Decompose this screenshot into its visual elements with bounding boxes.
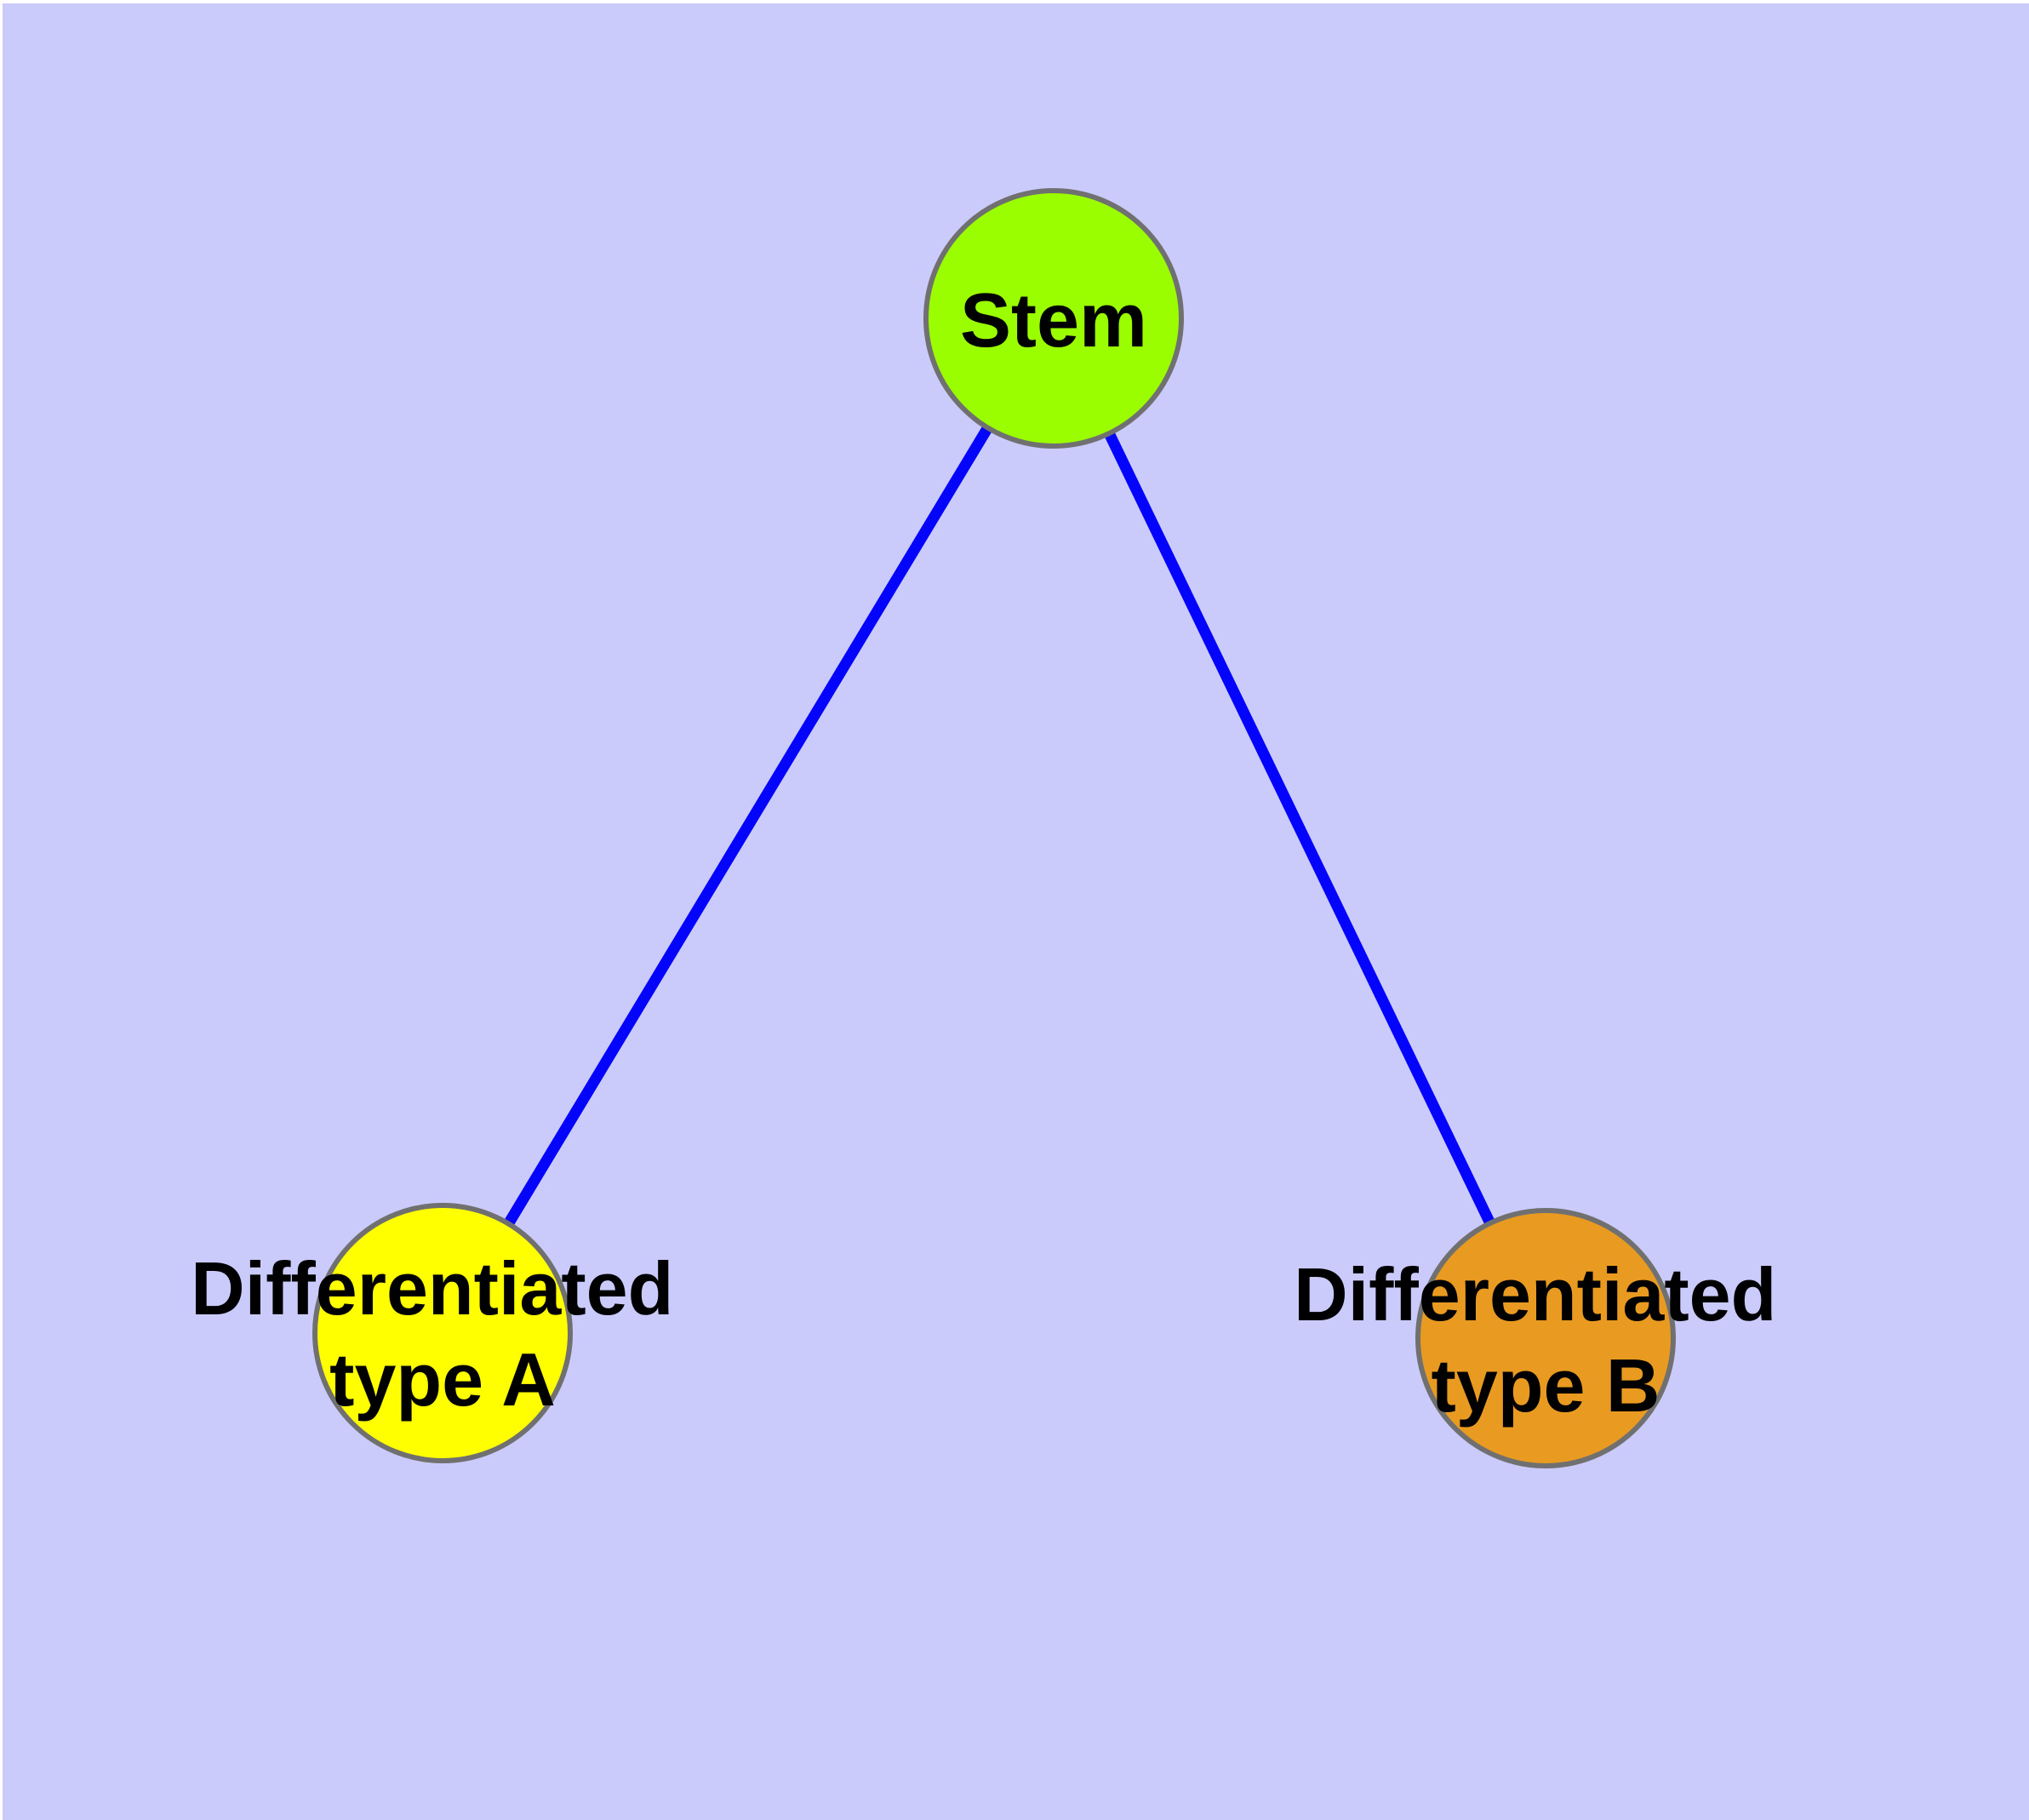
- node-type-b-label-line2: type B: [1432, 1343, 1660, 1428]
- node-type-a-label: Differentiated type A: [191, 1246, 694, 1422]
- node-stem: [923, 188, 1184, 449]
- edge-stem-to-type-b: [1049, 316, 1551, 1341]
- node-type-a-label-line2: type A: [329, 1337, 556, 1422]
- node-type-a-label-line1: Differentiated: [191, 1246, 673, 1331]
- node-type-a: [312, 1203, 573, 1463]
- node-type-b-label: Differentiated type B: [1294, 1252, 1798, 1428]
- edge-stem-to-type-a: [437, 315, 1059, 1336]
- node-stem-label: Stem: [960, 278, 1147, 363]
- node-type-b-label-line1: Differentiated: [1294, 1252, 1776, 1336]
- node-type-b: [1415, 1208, 1676, 1468]
